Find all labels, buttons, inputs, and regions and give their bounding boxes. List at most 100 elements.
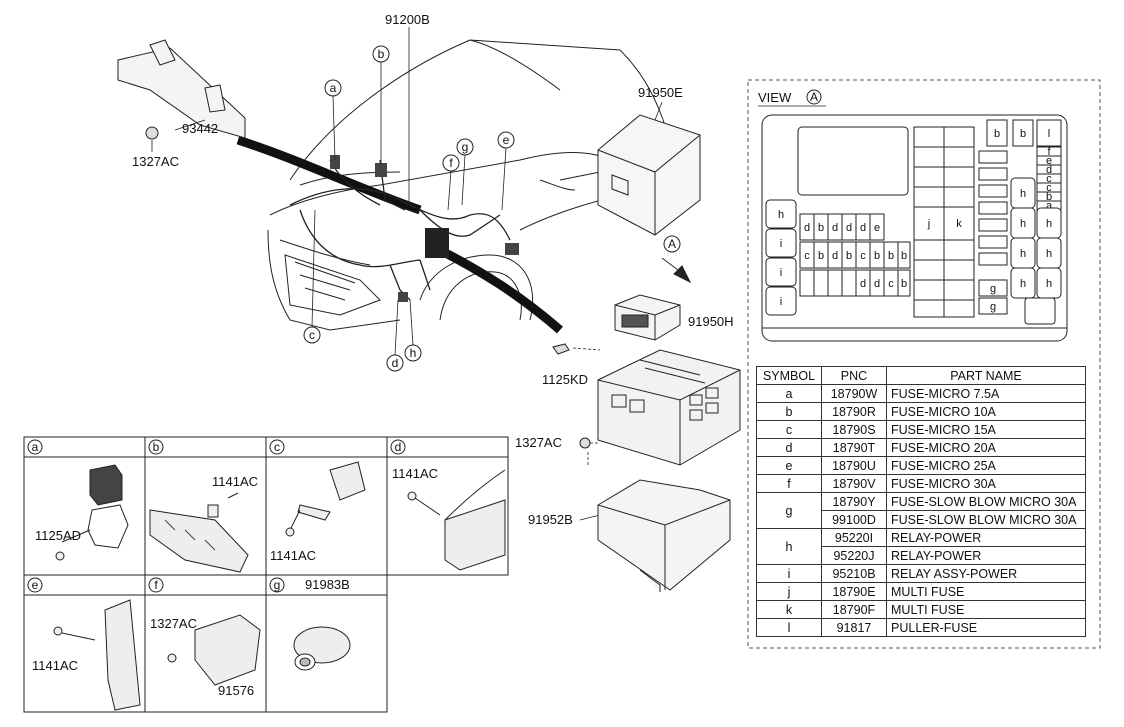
header-part-name: PART NAME [886, 366, 1086, 385]
cell-i: i [780, 296, 782, 308]
fuse-box-body [597, 349, 741, 466]
cell-row1: d [832, 222, 838, 234]
svg-text:c: c [309, 328, 315, 342]
cell-i: i [780, 267, 782, 279]
detail-g-label: 91983B [305, 577, 350, 592]
detail-a-label: 1125AD [35, 528, 81, 543]
view-title: VIEW [758, 90, 792, 105]
legend-part-name: RELAY-POWER [886, 528, 1086, 547]
connector [398, 292, 408, 302]
detail-c-part [285, 461, 366, 537]
legend-pnc: 95210B [821, 564, 887, 583]
fuse-row-2 [799, 241, 911, 269]
cell-row1: b [818, 222, 824, 234]
view-marker: A [806, 89, 822, 105]
svg-text:A: A [668, 237, 676, 251]
svg-text:a: a [32, 440, 39, 454]
stacked-fuses [978, 150, 1008, 266]
cell-row2: b [874, 250, 880, 262]
detail-g-part [293, 626, 351, 671]
right-relays [1010, 177, 1062, 325]
cell-row2: c [804, 250, 810, 262]
legend-symbol: b [756, 402, 822, 421]
detail-e-header: e [27, 577, 43, 593]
legend-symbol: i [756, 564, 822, 583]
header-symbol: SYMBOL [756, 366, 822, 385]
legend-part-name: RELAY-POWER [886, 546, 1086, 565]
cell-row3: c [888, 278, 894, 290]
detail-e-label: 1141AC [32, 658, 78, 673]
connector [505, 243, 519, 255]
cell-stack: e [1046, 155, 1052, 167]
legend-symbol: f [756, 474, 822, 493]
legend-part-name: FUSE-SLOW BLOW MICRO 30A [886, 510, 1086, 529]
connector [330, 155, 340, 169]
nut-icon [145, 126, 159, 140]
right-stack [1036, 146, 1062, 211]
legend-part-name: RELAY ASSY-POWER [886, 564, 1086, 583]
svg-text:a: a [330, 81, 337, 95]
legend-part-name: FUSE-MICRO 7.5A [886, 384, 1086, 403]
detail-f-label-part: 91576 [218, 683, 254, 698]
legend-pnc: 18790E [821, 582, 887, 601]
cell-stack: c [1046, 173, 1052, 185]
svg-text:b: b [153, 440, 160, 454]
cell-row1: d [804, 222, 810, 234]
legend-part-name: FUSE-SLOW BLOW MICRO 30A [886, 492, 1086, 511]
lower-cover [597, 479, 731, 592]
cell-stack: a [1046, 200, 1053, 212]
callout-h: h [404, 344, 422, 362]
label-nut-mid: 1327AC [515, 435, 562, 450]
cell-stack: f [1047, 146, 1051, 158]
left-relay-column [765, 199, 797, 316]
svg-text:f: f [154, 578, 158, 592]
legend-symbol: e [756, 456, 822, 475]
cell-h: h [778, 209, 784, 221]
detail-d-label: 1141AC [392, 466, 438, 481]
detail-a-part [55, 464, 129, 561]
multi-fuse-block [913, 126, 975, 318]
legend-pnc: 91817 [821, 618, 887, 637]
legend-part-name: FUSE-MICRO 10A [886, 402, 1086, 421]
cell-j: j [927, 218, 930, 230]
legend-symbol: g [756, 492, 822, 529]
cell-row2: b [846, 250, 852, 262]
legend-pnc: 18790Y [821, 492, 887, 511]
svg-text:d: d [392, 356, 399, 370]
legend-symbol: d [756, 438, 822, 457]
legend-pnc: 18790T [821, 438, 887, 457]
callout-a: a [324, 79, 342, 97]
top-right-cells [986, 119, 1062, 147]
detail-c-header: c [269, 439, 285, 455]
detail-e-part [53, 599, 141, 711]
detail-d-part [407, 469, 506, 571]
svg-text:f: f [449, 156, 453, 170]
legend-symbol: h [756, 528, 822, 565]
cell-row3: d [860, 278, 866, 290]
fuse-row-1 [799, 213, 885, 241]
callout-c: c [303, 326, 321, 344]
svg-text:d: d [395, 440, 402, 454]
cell-h: h [1020, 278, 1026, 290]
legend-pnc: 18790S [821, 420, 887, 439]
label-cover: 91950E [638, 85, 683, 100]
svg-text:e: e [32, 578, 39, 592]
legend-pnc: 18790R [821, 402, 887, 421]
cell-h: h [1020, 248, 1026, 260]
svg-text:c: c [274, 440, 280, 454]
cell-l: l [1048, 128, 1050, 140]
legend-pnc: 18790W [821, 384, 887, 403]
label-harness: 91200B [385, 12, 430, 27]
label-lower-cover: 91952B [528, 512, 573, 527]
cell-i: i [780, 238, 782, 250]
cell-b: b [1020, 128, 1026, 140]
label-relay-box: 91950H [688, 314, 734, 329]
legend-part-name: MULTI FUSE [886, 600, 1086, 619]
